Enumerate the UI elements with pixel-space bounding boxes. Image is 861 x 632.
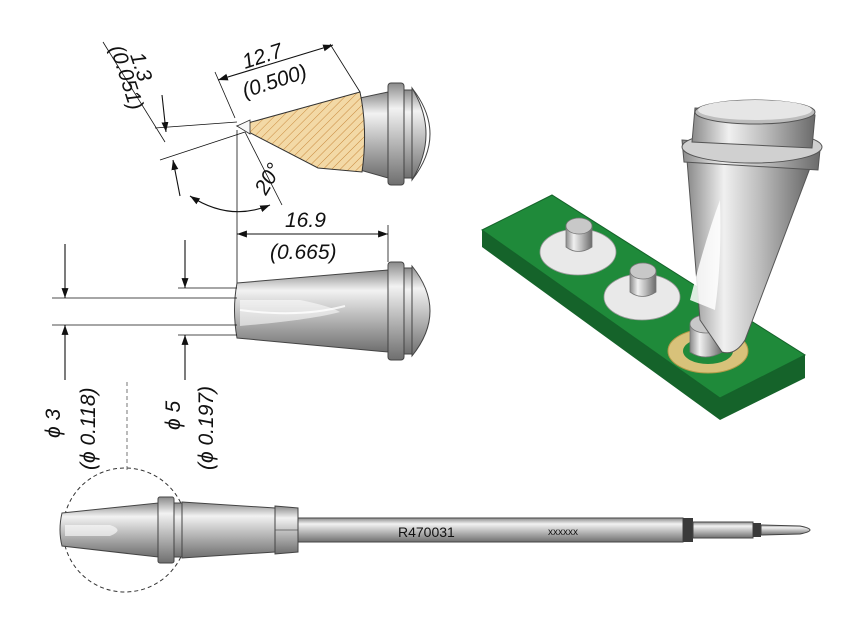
dim-tip-diameter-in: (ϕ 0.118) <box>77 388 100 471</box>
cartridge-full-view: R470031 xxxxxx <box>59 467 811 593</box>
tip-3d-illustration <box>681 99 823 354</box>
dim-reach-in: (0.665) <box>270 241 337 264</box>
part-number-label: R470031 <box>398 524 455 540</box>
cartridge-shaft <box>297 517 684 543</box>
dim-tip-diameter-mm: ϕ 3 <box>42 408 65 438</box>
tip-top-view <box>234 261 431 361</box>
dim-body-diameter-mm: ϕ 5 <box>162 400 185 430</box>
dim-angle-value: 20° <box>250 159 286 199</box>
dim-reach-mm: 16.9 <box>285 209 326 232</box>
tip-side-view <box>235 82 431 186</box>
dim-body-diameter: ϕ 5 (ϕ 0.197) <box>162 240 237 470</box>
dim-thickness: 1.3 (0.051) <box>102 41 246 197</box>
dim-body-diameter-in: (ϕ 0.197) <box>195 386 218 470</box>
dim-reach: 16.9 (0.665) <box>236 209 389 290</box>
cartridge-code: xxxxxx <box>548 527 578 538</box>
hatched-tip-section <box>235 91 366 173</box>
dim-tip-diameter: ϕ 3 (ϕ 0.118) <box>42 244 237 470</box>
